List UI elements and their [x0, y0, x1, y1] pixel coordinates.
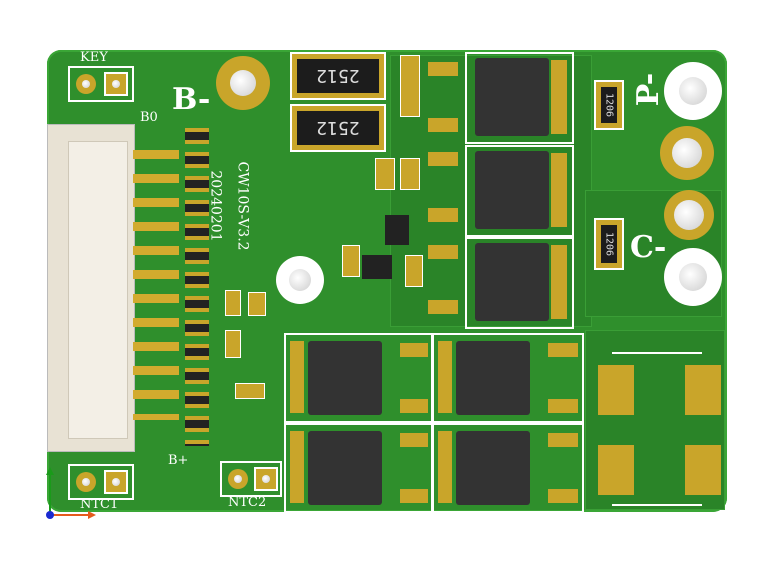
connector-pins: [133, 150, 179, 420]
board-version: CW10S-V3.2: [234, 161, 251, 251]
ntc1-label: NTC1: [80, 497, 119, 512]
mosfet: [465, 237, 574, 329]
c-minus-terminal[interactable]: [664, 248, 722, 306]
ic-chip: [362, 255, 392, 279]
mosfet: [432, 333, 584, 423]
mosfet: [284, 423, 433, 513]
capacitor: [225, 290, 241, 316]
mosfet: [284, 333, 433, 423]
shunt-resistor-2512: 2512: [290, 104, 386, 152]
resistor: [248, 292, 266, 316]
resistor: [405, 255, 423, 287]
resistor: [235, 383, 265, 399]
c-minus-label: C-: [630, 230, 667, 265]
capacitor-outline: [612, 352, 702, 506]
mosfet: [465, 145, 574, 237]
resistor: [375, 158, 395, 190]
ic-chip: [385, 215, 409, 245]
b0-label: B0: [140, 110, 158, 125]
key-label: KEY: [80, 50, 108, 65]
capacitor-pad: [598, 365, 634, 415]
board-date: 20240201: [207, 170, 224, 242]
terminal-pad[interactable]: [664, 190, 714, 240]
terminal-pad[interactable]: [660, 126, 714, 180]
capacitor: [225, 330, 241, 358]
shunt-resistor-2512: 2512: [290, 52, 386, 100]
ntc1-connector[interactable]: [68, 464, 134, 500]
b-minus-label: B-: [172, 82, 211, 117]
balance-resistor-array: [185, 128, 209, 446]
key-connector[interactable]: [68, 66, 134, 102]
resistor: [400, 55, 420, 117]
p-minus-terminal[interactable]: [664, 62, 722, 120]
mounting-hole: [276, 256, 324, 304]
mosfet: [432, 423, 584, 513]
resistor-1206: 1206: [594, 218, 624, 270]
capacitor-pad: [685, 445, 721, 495]
balance-connector[interactable]: [47, 124, 135, 452]
capacitor-pad: [598, 445, 634, 495]
capacitor-pad: [685, 365, 721, 415]
resistor: [342, 245, 360, 277]
resistor-1206: 1206: [594, 80, 624, 130]
b-minus-terminal[interactable]: [216, 56, 270, 110]
ntc2-connector[interactable]: [220, 461, 282, 497]
axis-gizmo-icon: [46, 467, 96, 519]
b-plus-label: B+: [168, 453, 189, 468]
ntc2-label: NTC2: [228, 495, 267, 510]
mosfet: [465, 52, 574, 144]
resistor: [400, 158, 420, 190]
p-minus-label: P-: [631, 72, 667, 107]
